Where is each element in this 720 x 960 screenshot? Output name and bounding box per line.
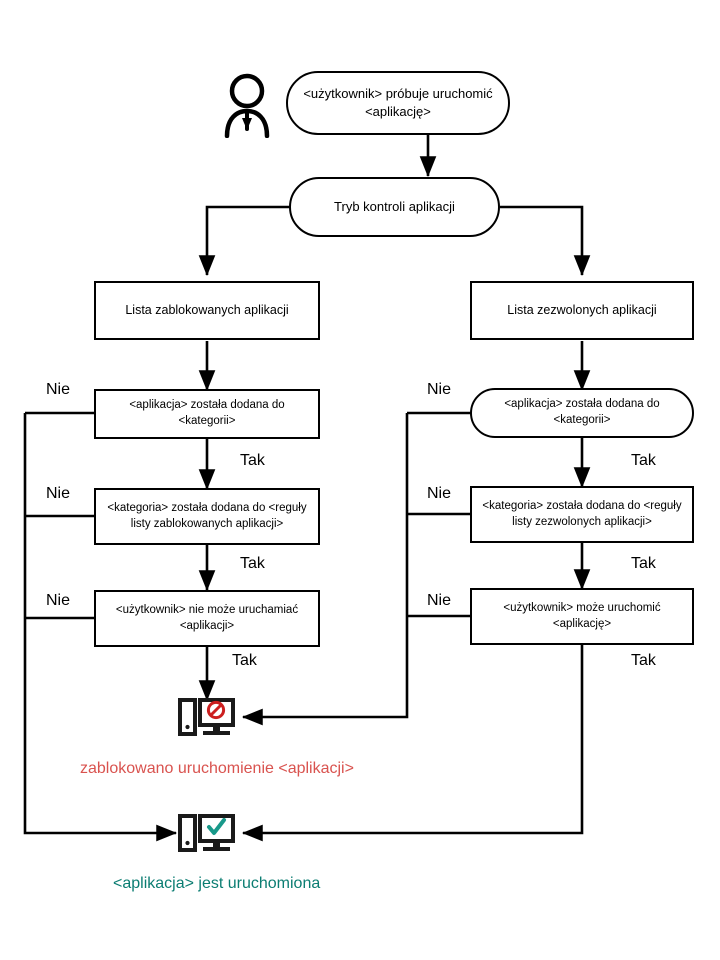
edge-label-deny-no-1: Nie (46, 381, 71, 398)
monitor-blocked-icon (178, 697, 236, 743)
edge-label-allow-yes-2: Tak (631, 555, 656, 572)
node-allow-user-can-run[interactable]: <użytkownik> może uruchomić <aplikację> (470, 588, 694, 645)
edge-label-deny-yes-1: Tak (240, 452, 265, 469)
node-allow-app-in-category[interactable]: <aplikacja> została dodana do <kategorii… (470, 388, 694, 438)
edge-label-allow-no-2: Nie (427, 485, 452, 502)
node-allow-user-can-run-label: <użytkownik> może uruchomić <aplikację> (503, 601, 661, 630)
user-actor-icon (218, 72, 276, 139)
node-allow-app-in-category-label: <aplikacja> została dodana do <kategorii… (504, 398, 660, 426)
node-deny-category-in-rule[interactable]: <kategoria> została dodana do <reguły li… (94, 488, 320, 545)
edge-label-deny-no-2: Nie (46, 485, 71, 502)
node-control-mode-label: Tryb kontroli aplikacji (334, 199, 455, 215)
blocked-outcome-caption: zablokowano uruchomienie <aplikacji> (80, 760, 354, 777)
node-denylist[interactable]: Lista zablokowanych aplikacji (94, 281, 320, 340)
node-allow-category-in-rule[interactable]: <kategoria> została dodana do <reguły li… (470, 486, 694, 543)
monitor-allowed-icon (178, 813, 236, 859)
edge-label-allow-yes-3: Tak (631, 652, 656, 669)
edge-label-deny-no-3: Nie (46, 592, 71, 609)
node-start-label: <użytkownik> próbuje uruchomić <aplikacj… (303, 86, 493, 119)
node-control-mode[interactable]: Tryb kontroli aplikacji (289, 177, 500, 237)
node-deny-app-in-category-label: <aplikacja> została dodana do <kategorii… (129, 399, 285, 427)
allowed-outcome-caption: <aplikacja> jest uruchomiona (113, 875, 321, 892)
node-deny-user-cannot-run-label: <użytkownik> nie może uruchamiać <aplika… (115, 603, 299, 632)
edge-label-allow-yes-1: Tak (631, 452, 656, 469)
node-deny-category-in-rule-label: <kategoria> została dodana do <reguły li… (107, 501, 307, 530)
node-denylist-label: Lista zablokowanych aplikacji (125, 303, 289, 318)
node-deny-user-cannot-run[interactable]: <użytkownik> nie może uruchamiać <aplika… (94, 590, 320, 647)
edge-label-deny-yes-2: Tak (240, 555, 265, 572)
edge-label-deny-yes-3: Tak (232, 652, 257, 669)
node-start[interactable]: <użytkownik> próbuje uruchomić <aplikacj… (286, 71, 510, 135)
edge-label-allow-no-1: Nie (427, 381, 452, 398)
node-allowlist-label: Lista zezwolonych aplikacji (507, 303, 657, 318)
node-deny-app-in-category[interactable]: <aplikacja> została dodana do <kategorii… (94, 389, 320, 439)
edge-label-allow-no-3: Nie (427, 592, 452, 609)
node-allowlist[interactable]: Lista zezwolonych aplikacji (470, 281, 694, 340)
node-allow-category-in-rule-label: <kategoria> została dodana do <reguły li… (482, 499, 682, 528)
